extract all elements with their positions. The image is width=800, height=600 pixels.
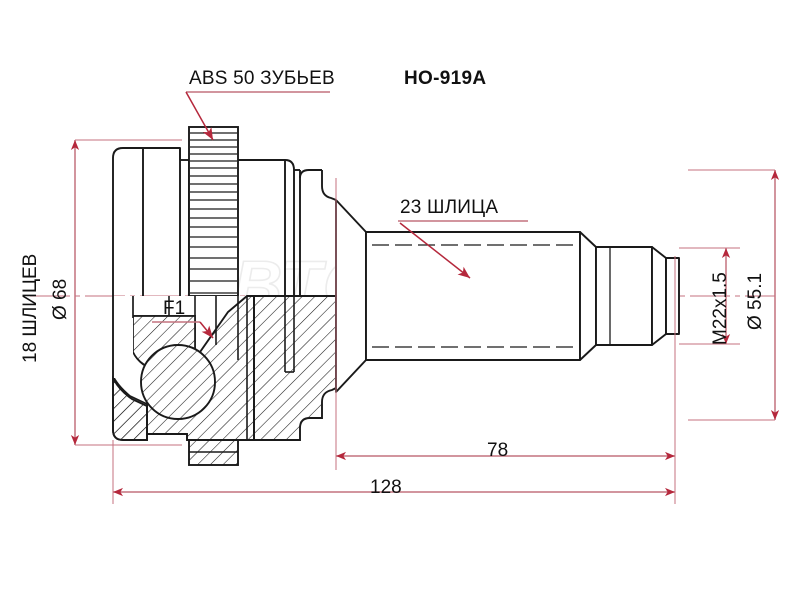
dimension-label-dia-55-1: Ø 55.1 <box>745 272 766 330</box>
dimension-dia-68 <box>70 139 182 446</box>
callout-label-abs-teeth: ABS 50 ЗУБЬЕВ <box>189 68 335 89</box>
spline-root-lines <box>372 244 576 348</box>
abs-ring-section-tab <box>188 439 239 466</box>
callout-label-splines-23: 23 ШЛИЦА <box>400 197 499 218</box>
dimension-dia-55-1 <box>688 169 780 421</box>
leader-f1 <box>152 321 214 339</box>
leader-abs-teeth <box>185 91 330 141</box>
shaft-detail-lines <box>609 247 667 345</box>
abs-tone-ring <box>188 126 239 297</box>
stub-shaft <box>335 199 680 393</box>
leader-splines-23 <box>398 220 528 279</box>
dimension-length-128 <box>112 340 676 504</box>
dimension-label-thread-m22: M22x1.5 <box>710 272 731 345</box>
dimension-label-length-128: 128 <box>370 477 402 498</box>
dimension-label-dia-68: Ø 68 <box>50 278 71 320</box>
dimension-label-length-78: 78 <box>487 440 509 461</box>
cv-joint-section-lower <box>112 295 337 466</box>
dimension-thread-m22 <box>679 247 740 345</box>
callout-label-f1: F1 <box>163 298 186 319</box>
dimension-label-splines-18: 18 ШЛИЦЕВ <box>20 253 41 363</box>
bearing-ball <box>140 344 216 420</box>
part-number-label: HO-919A <box>404 68 487 89</box>
